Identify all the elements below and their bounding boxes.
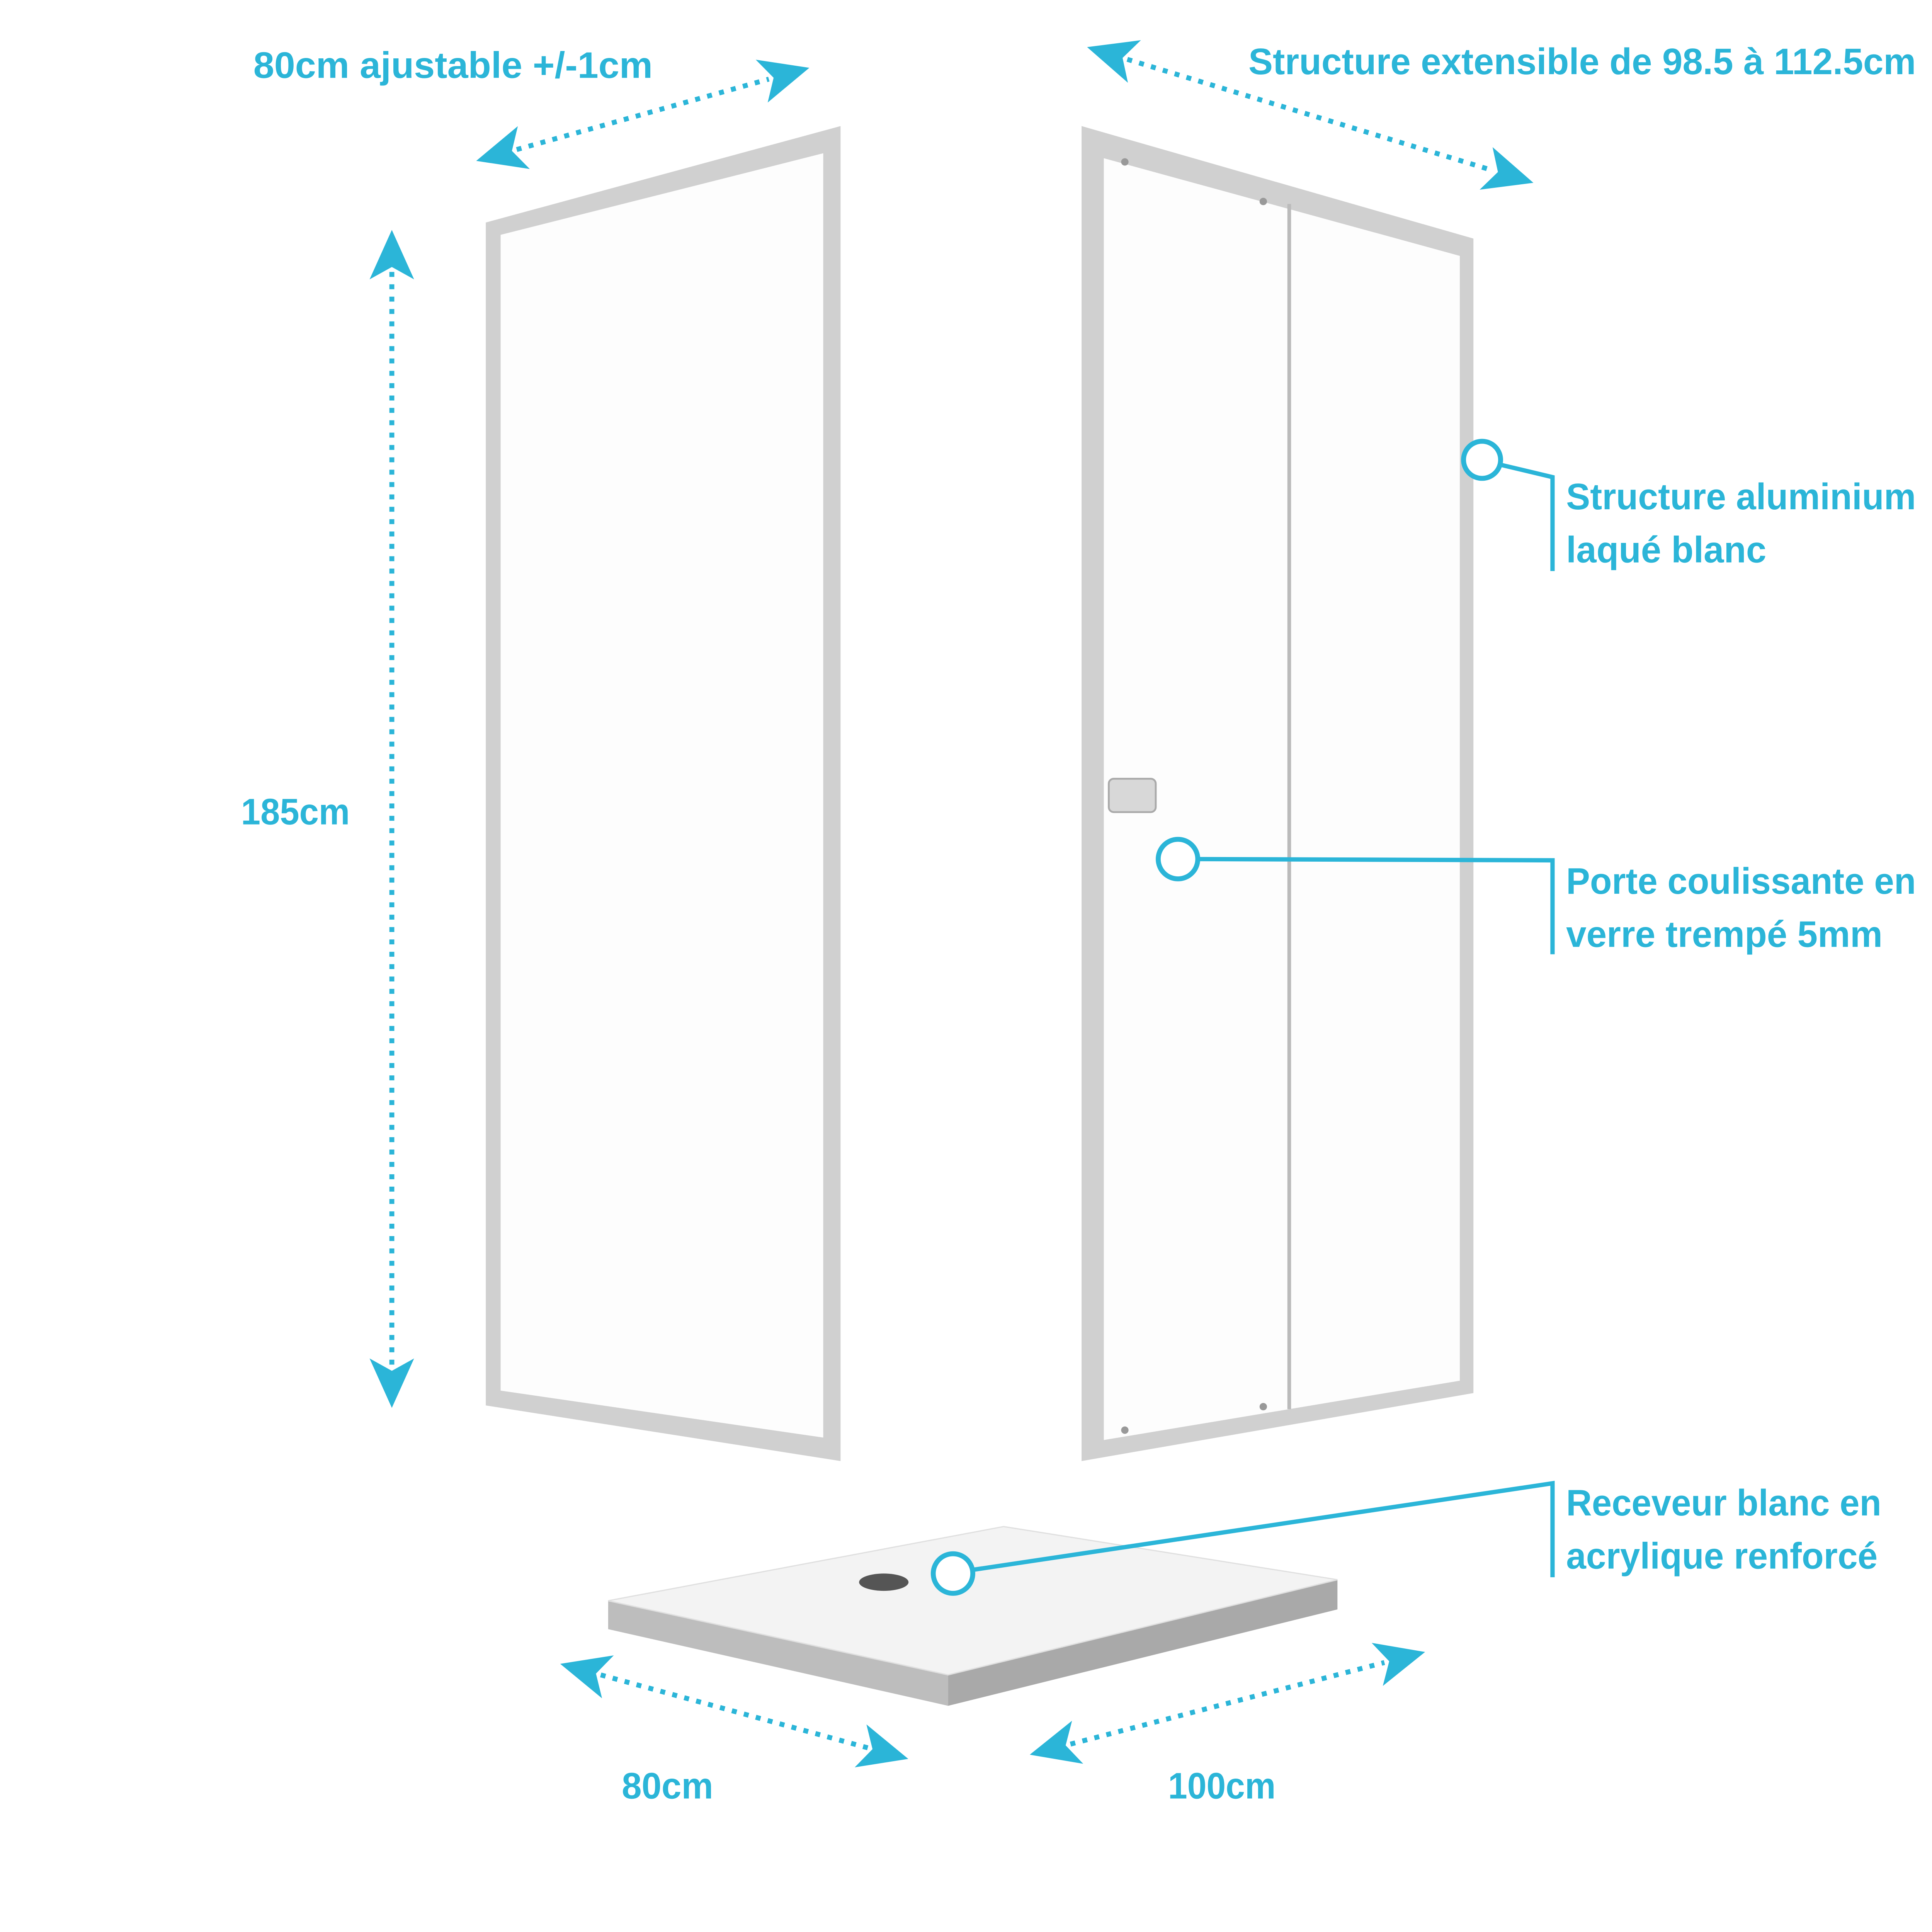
- callout-tray-line2: acrylique renforcé: [1566, 1536, 1878, 1577]
- front-width-label: Structure extensible de 98.5 à 112.5cm: [1248, 41, 1916, 82]
- callout-tray: [930, 1481, 1555, 1596]
- side-width-arrow: [476, 60, 810, 169]
- door-handle: [1108, 777, 1157, 813]
- tray-depth-label: 80cm: [622, 1765, 713, 1807]
- height-label: 185cm: [241, 791, 350, 833]
- front-width-arrow: [1087, 40, 1534, 190]
- callout-frame-line2: laqué blanc: [1566, 529, 1766, 571]
- sliding-door-panel: [1082, 126, 1474, 1461]
- tray-width-label: 100cm: [1168, 1765, 1276, 1807]
- shower-tray: [608, 1526, 1338, 1706]
- callout-frame: [1461, 439, 1555, 571]
- drain: [859, 1573, 909, 1591]
- callout-frame-line1: Structure aluminium: [1566, 476, 1916, 517]
- callout-door-line1: Porte coulissante en: [1566, 861, 1916, 902]
- tray-width-arrow: [1030, 1643, 1425, 1764]
- side-width-label: 80cm ajustable +/-1cm: [253, 45, 653, 86]
- side-panel: [486, 126, 841, 1461]
- callout-door-line2: verre trempé 5mm: [1566, 913, 1883, 955]
- callout-tray-line1: Receveur blanc en: [1566, 1482, 1881, 1524]
- callout-door: [1156, 837, 1555, 954]
- tray-depth-arrow: [560, 1655, 908, 1767]
